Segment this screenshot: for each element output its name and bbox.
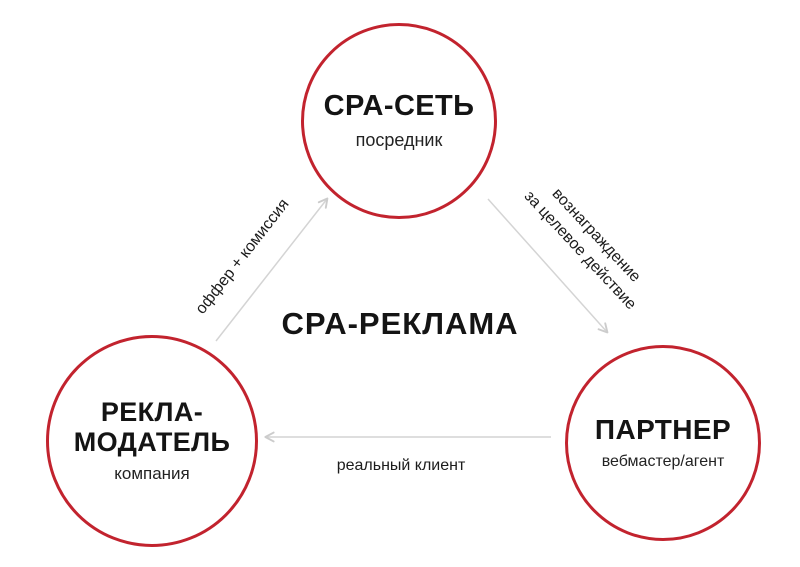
edge-network-to-partner-arrow: [487, 198, 609, 334]
node-partner: ПАРТНЕР вебмастер/агент: [565, 345, 761, 541]
node-cpa-network: CPA-СЕТЬ посредник: [301, 23, 497, 219]
diagram-title: CPA-РЕКЛАМА: [281, 306, 519, 341]
node-cpa-network-title: CPA-СЕТЬ: [323, 90, 475, 123]
edge-advertiser-to-network-arrow: [215, 197, 329, 342]
node-partner-subtitle: вебмастер/агент: [601, 452, 725, 470]
node-cpa-network-subtitle: посредник: [355, 129, 443, 150]
node-partner-title: ПАРТНЕР: [594, 414, 732, 446]
node-advertiser-title: РЕКЛА- МОДАТЕЛЬ: [73, 397, 231, 457]
node-advertiser: РЕКЛА- МОДАТЕЛЬ компания: [46, 335, 258, 547]
node-advertiser-subtitle: компания: [114, 463, 190, 483]
edge-label-real-client: реальный клиент: [336, 457, 466, 474]
